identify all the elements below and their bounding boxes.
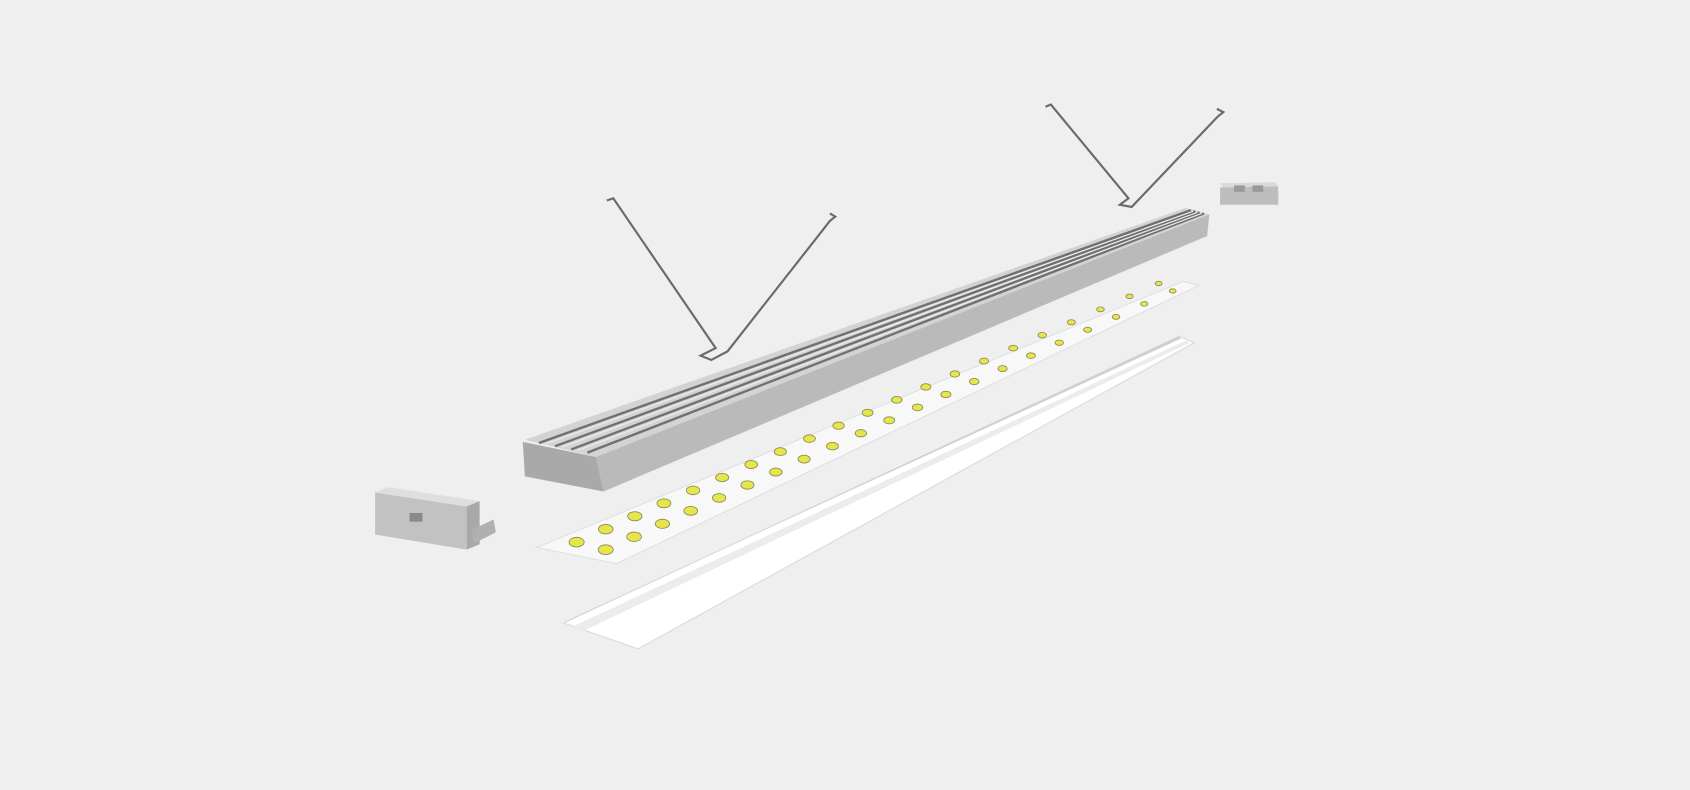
led-chip <box>1125 293 1134 300</box>
led-chip <box>883 416 896 425</box>
led-chip <box>740 480 755 490</box>
led-chip <box>773 447 787 456</box>
led-strip-board <box>534 280 1201 565</box>
led-chip <box>1026 352 1036 359</box>
led-chip <box>826 441 839 451</box>
led-chip <box>832 421 845 430</box>
end-cap-left <box>375 487 496 550</box>
led-chip <box>1008 344 1019 352</box>
led-chip <box>803 434 816 443</box>
led-chip <box>654 518 670 529</box>
profile-end-face <box>522 441 604 492</box>
led-chip <box>1111 313 1121 320</box>
led-chip <box>1066 319 1076 326</box>
end-cap-hole <box>409 513 423 522</box>
profile-front-face <box>596 214 1210 492</box>
end-cap-right <box>1220 182 1279 205</box>
led-chip <box>711 493 727 503</box>
led-chip <box>854 429 867 438</box>
led-chip <box>1096 306 1105 313</box>
led-chip <box>920 383 932 391</box>
led-chip <box>744 460 758 469</box>
led-chip <box>568 536 585 548</box>
aluminum-profile <box>522 208 1210 492</box>
led-chip <box>626 531 642 542</box>
led-chip <box>656 498 672 509</box>
led-chip <box>1037 332 1047 339</box>
led-chip <box>1054 339 1064 346</box>
led-chip <box>997 365 1008 373</box>
led-chip <box>797 454 811 464</box>
led-chip <box>715 472 730 483</box>
led-chip <box>978 357 990 365</box>
led-chip <box>683 505 699 516</box>
led-strip <box>534 280 1201 565</box>
led-chip <box>627 511 643 522</box>
led-chip <box>1154 280 1163 287</box>
led-chip <box>949 370 961 378</box>
led-chip <box>968 377 980 386</box>
led-chip <box>597 544 614 555</box>
led-chip <box>1168 288 1177 294</box>
led-chip <box>685 485 701 496</box>
suspension-wire-left <box>606 197 838 362</box>
profile-grooves <box>538 209 1205 454</box>
led-chip <box>940 390 952 399</box>
diffuser-cover <box>562 335 1196 650</box>
led-chip <box>861 408 874 417</box>
led-chip <box>769 467 783 477</box>
led-chip <box>1140 301 1149 307</box>
led-chip <box>891 396 903 404</box>
led-chip <box>1083 326 1093 333</box>
suspension-wire-right <box>1045 103 1226 209</box>
led-chip <box>911 403 924 412</box>
led-chip <box>597 524 614 535</box>
